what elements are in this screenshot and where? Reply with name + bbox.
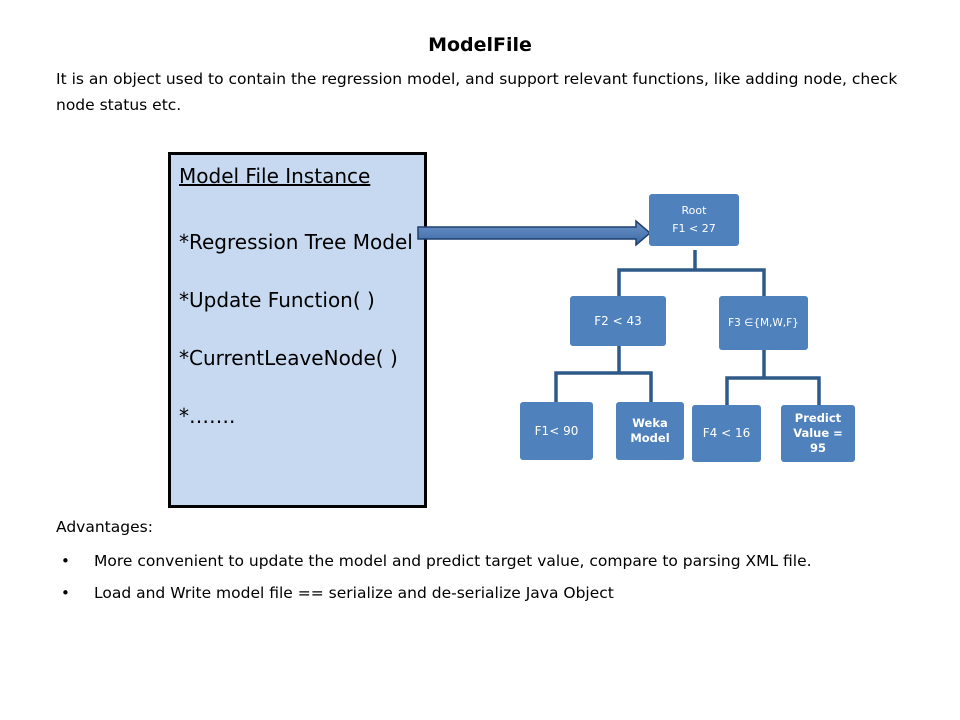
connector-right-children [725, 349, 821, 405]
instance-item-current-leave-node: *CurrentLeaveNode( ) [179, 346, 398, 370]
tree-node-f3: F3 ∈{M,W,F} [719, 296, 808, 350]
tree-node-weka-model: Weka Model [616, 402, 684, 460]
list-item: • More convenient to update the model an… [56, 550, 936, 572]
tree-node-f1-90: F1< 90 [520, 402, 593, 460]
root-label: Root [681, 204, 707, 217]
tree-node-f4-16: F4 < 16 [692, 405, 761, 462]
connector-left-children [554, 345, 653, 402]
intro-text: It is an object used to contain the regr… [56, 70, 898, 114]
connector-root-children [617, 250, 766, 297]
instance-item-ellipsis: *……. [179, 404, 236, 428]
bullet-icon: • [61, 552, 70, 570]
advantage-text: More convenient to update the model and … [94, 552, 812, 570]
instance-item-update-function: *Update Function( ) [179, 288, 375, 312]
tree-node-predict-value: Predict Value = 95 [781, 405, 855, 462]
list-item: • Load and Write model file == serialize… [56, 582, 936, 604]
model-file-instance-box: Model File Instance *Regression Tree Mod… [168, 152, 427, 508]
instance-item-regression-tree: *Regression Tree Model [179, 230, 413, 254]
advantages-list: • More convenient to update the model an… [56, 550, 936, 614]
slide-title: ModelFile [428, 34, 532, 56]
tree-node-f2: F2 < 43 [570, 296, 666, 346]
root-condition: F1 < 27 [672, 222, 716, 235]
instance-box-title: Model File Instance [179, 164, 371, 188]
tree-node-root: Root F1 < 27 [649, 194, 739, 246]
advantages-label: Advantages: [56, 518, 153, 536]
advantage-text: Load and Write model file == serialize a… [94, 584, 614, 602]
block-arrow [417, 219, 652, 247]
bullet-icon: • [61, 584, 70, 602]
